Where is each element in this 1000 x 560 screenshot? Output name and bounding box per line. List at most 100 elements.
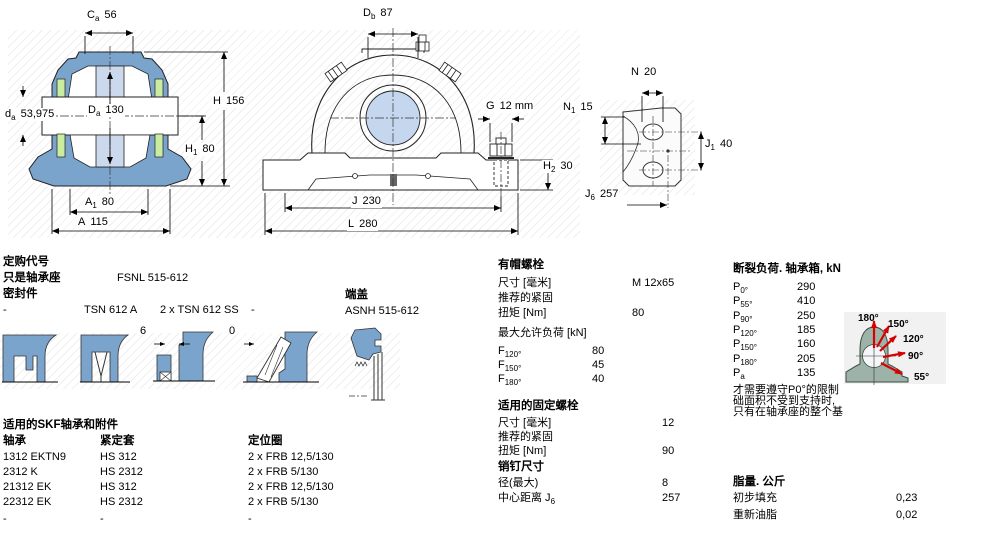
p-label: P120° bbox=[733, 324, 757, 339]
grease-label: 重新油脂 bbox=[733, 509, 777, 521]
col-header-sleeve: 紧定套 bbox=[100, 435, 135, 447]
front-section-drawing bbox=[20, 30, 230, 234]
spec-value: M 12x65 bbox=[632, 277, 675, 289]
ordering-title: 定购代号 bbox=[3, 256, 49, 268]
p-value: 290 bbox=[797, 281, 816, 293]
seal-option-4: - bbox=[251, 304, 255, 316]
spec-label: 扭矩 [Nm] bbox=[498, 307, 547, 319]
p-label: P180° bbox=[733, 353, 757, 368]
spec-value: 12 bbox=[662, 417, 675, 429]
load-label: F150° bbox=[498, 359, 522, 374]
housing-designation: FSNL 515-612 bbox=[117, 272, 189, 284]
spec-label: 尺寸 [毫米] bbox=[498, 417, 552, 429]
col-header-bearing: 轴承 bbox=[3, 435, 26, 447]
table-cell: HS 312 bbox=[100, 481, 137, 493]
angle-label-55: 55° bbox=[914, 372, 930, 383]
seal-option-2: TSN 612 A bbox=[84, 304, 138, 316]
p-value: 205 bbox=[797, 353, 816, 365]
table-cell: 2 x FRB 12,5/130 bbox=[248, 481, 334, 493]
spec-label: 尺寸 [毫米] bbox=[498, 277, 552, 289]
table-cell: HS 2312 bbox=[100, 466, 143, 478]
table-cell: - bbox=[3, 513, 7, 525]
grease-label: 初步填充 bbox=[733, 492, 777, 504]
end-cover-designation: ASNH 515-612 bbox=[345, 305, 419, 317]
grease-title: 脂量. 公斤 bbox=[733, 476, 786, 488]
table-cell: - bbox=[248, 513, 252, 525]
table-cell: 2 x FRB 12,5/130 bbox=[248, 451, 334, 463]
pin-label: 径(最大) bbox=[498, 477, 539, 489]
p-label: P90° bbox=[733, 310, 753, 325]
p-value: 185 bbox=[797, 324, 816, 336]
bearings-table-title: 适用的SKF轴承和附件 bbox=[3, 419, 118, 431]
spec-label: 推荐的紧固 bbox=[498, 431, 553, 443]
table-cell: 21312 EK bbox=[3, 481, 52, 493]
load-value: 45 bbox=[592, 359, 605, 371]
table-cell: - bbox=[100, 513, 104, 525]
p-label: Pa bbox=[733, 367, 745, 382]
table-cell: 2 x FRB 5/130 bbox=[248, 496, 319, 508]
p-label: P150° bbox=[733, 338, 757, 353]
seals-label: 密封件 bbox=[3, 288, 38, 300]
angle-label-90: 90° bbox=[908, 351, 924, 362]
table-cell: HS 2312 bbox=[100, 496, 143, 508]
spec-label: 扭矩 [Nm] bbox=[498, 445, 547, 457]
breaking-loads-title: 断裂负荷. 轴承箱, kN bbox=[733, 263, 841, 275]
seal-dim-0: 0 bbox=[229, 325, 236, 337]
seal-icon-tsn-a bbox=[80, 334, 130, 383]
spec-value: 90 bbox=[662, 445, 675, 457]
spec-value: 80 bbox=[632, 307, 645, 319]
p-label: P55° bbox=[733, 295, 753, 310]
grease-value: 0,02 bbox=[896, 509, 918, 521]
p-value: 135 bbox=[797, 367, 816, 379]
load-direction-diagram bbox=[844, 312, 946, 385]
load-label: F120° bbox=[498, 345, 522, 360]
angle-label-180: 180° bbox=[858, 313, 879, 324]
p-label: P0° bbox=[733, 281, 748, 296]
seal-dim-6: 6 bbox=[140, 325, 147, 337]
housing-only-label: 只是轴承座 bbox=[3, 272, 61, 284]
note-line: 础面积不受到支持时, bbox=[733, 395, 836, 407]
seal-icon-plain bbox=[2, 334, 58, 383]
table-cell: 2 x FRB 5/130 bbox=[248, 466, 319, 478]
seal-icon-tsn-ss-2 bbox=[243, 331, 319, 383]
table-cell: 22312 EK bbox=[3, 496, 52, 508]
end-cover-icon bbox=[349, 327, 385, 401]
load-label: F180° bbox=[498, 373, 522, 388]
seal-option-3: 2 x TSN 612 SS bbox=[160, 304, 239, 316]
col-header-rings: 定位圈 bbox=[248, 435, 283, 447]
pins-title: 销钉尺寸 bbox=[498, 461, 544, 473]
pin-label: 中心距离 J6 bbox=[498, 492, 556, 507]
end-cover-label: 端盖 bbox=[345, 289, 368, 301]
pin-value: 8 bbox=[662, 477, 669, 489]
load-value: 80 bbox=[592, 345, 605, 357]
seal-icon-tsn-ss bbox=[153, 331, 215, 382]
table-cell: 1312 EKTN9 bbox=[3, 451, 66, 463]
table-cell: 2312 K bbox=[3, 466, 38, 478]
front-view-drawing bbox=[262, 28, 553, 235]
angle-label-120: 120° bbox=[903, 334, 924, 345]
p-value: 160 bbox=[797, 338, 816, 350]
note-line: 只有在轴承座的整个基 bbox=[733, 406, 843, 418]
angle-label-150: 150° bbox=[888, 319, 909, 330]
table-cell: HS 312 bbox=[100, 451, 137, 463]
seal-option-1: - bbox=[3, 304, 7, 316]
pin-value: 257 bbox=[662, 492, 681, 504]
base-plan-drawing bbox=[601, 90, 704, 208]
attachment-bolts-title: 适用的固定螺栓 bbox=[498, 400, 579, 412]
